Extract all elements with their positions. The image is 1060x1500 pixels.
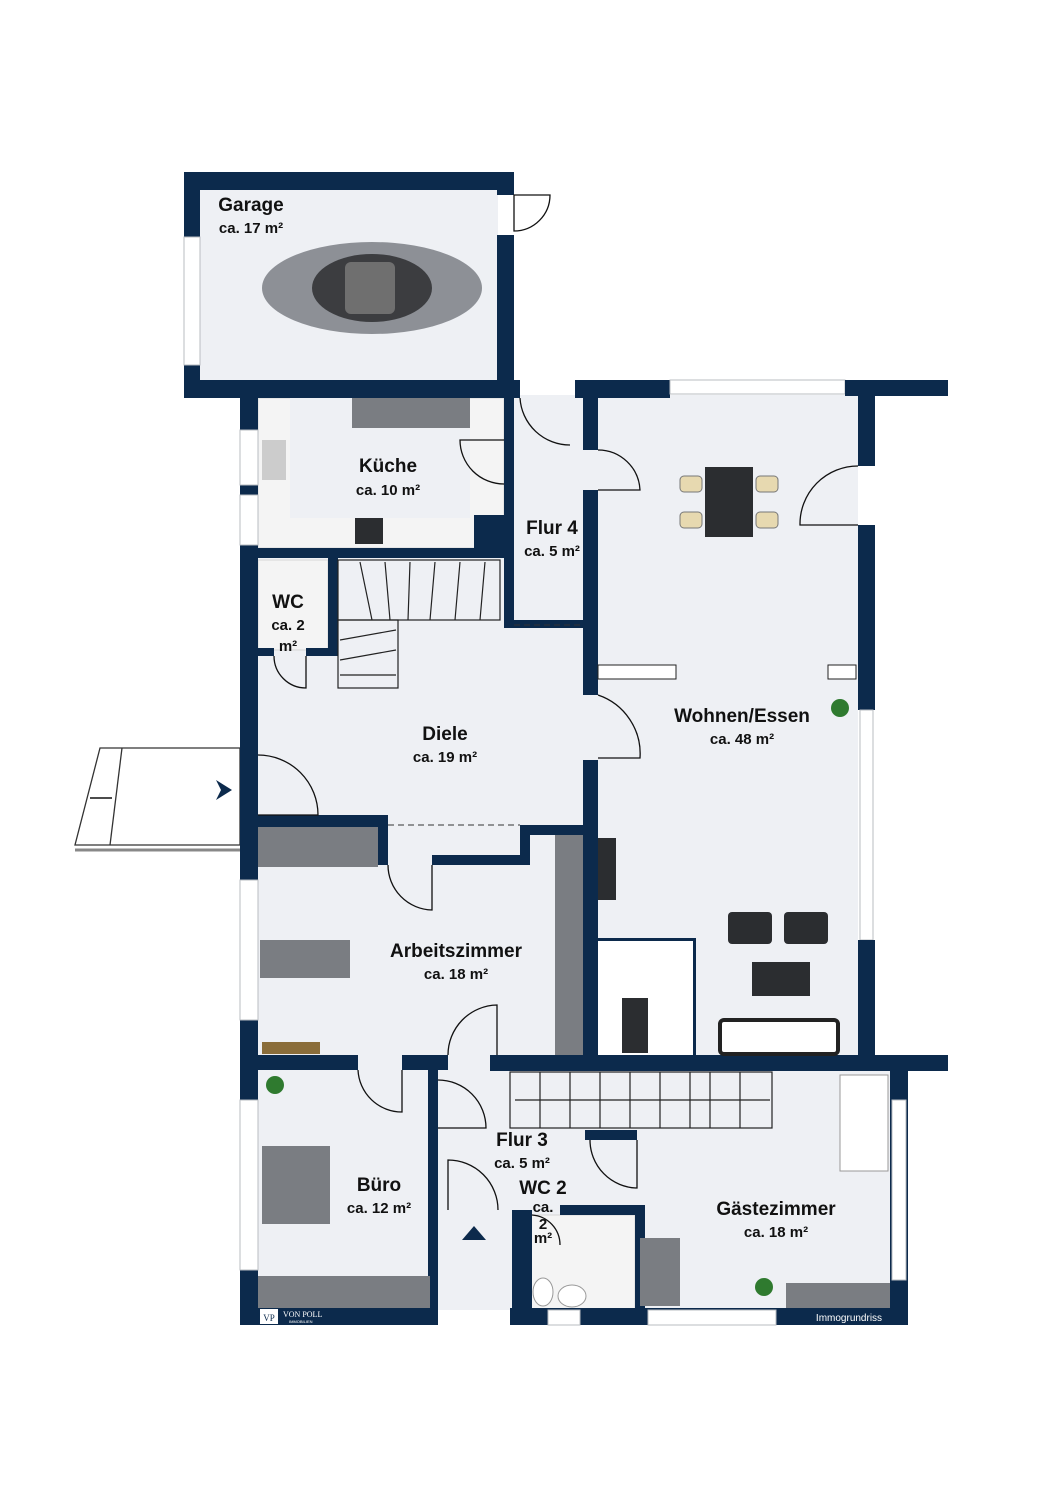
kueche-area: ca. 10 m² (356, 482, 420, 499)
kitchen-door (459, 439, 505, 485)
desks (262, 1146, 330, 1224)
wc2-name: WC 2 (519, 1178, 567, 1199)
garage-name: Garage (218, 195, 283, 216)
cabinet (786, 1283, 890, 1308)
kitchen-counter (352, 398, 470, 428)
logo-sub: IMMOBILIEN (289, 1319, 313, 1324)
flur4-area: ca. 5 m² (524, 543, 580, 560)
sofa (718, 1018, 840, 1056)
wc-name: WC (272, 592, 304, 613)
kueche-name: Küche (359, 456, 417, 477)
logo-name: VON POLL (283, 1310, 322, 1319)
shelf (598, 838, 616, 900)
armchair (728, 912, 772, 944)
stairs (337, 559, 773, 1129)
flur3-area: ca. 5 m² (494, 1155, 550, 1172)
flur3-name: Flur 3 (496, 1130, 548, 1151)
buero-door (357, 1069, 403, 1113)
arbeitszimmer-area: ca. 18 m² (424, 966, 488, 983)
living-door (597, 694, 641, 759)
diele-name: Diele (422, 724, 467, 745)
living-door-top (597, 449, 641, 491)
logo-mark: VP (263, 1313, 275, 1323)
doors (257, 194, 859, 1246)
fireplace (622, 998, 648, 1053)
walls (183, 172, 948, 1326)
radiator (827, 664, 857, 680)
radiator (597, 664, 677, 680)
plant-icon (755, 1278, 773, 1296)
flur4-name: Flur 4 (526, 518, 578, 539)
garage-area: ca. 17 m² (219, 220, 283, 237)
wohnen-area: ca. 48 m² (710, 731, 774, 748)
entrance-canopy (74, 747, 241, 852)
shelf (262, 1042, 320, 1054)
plant-icon (831, 699, 849, 717)
garage-door (513, 194, 551, 232)
wc-tiles (257, 559, 329, 651)
entry-arrow-icon (462, 1226, 486, 1240)
wc2-area-3: m² (534, 1230, 552, 1247)
entry-door (447, 1159, 499, 1211)
dining-table (679, 467, 779, 537)
wc-area-1: ca. 2 (271, 617, 304, 634)
sink-icon (262, 440, 286, 480)
sink-icon (557, 1284, 587, 1308)
gaeste-area: ca. 18 m² (744, 1224, 808, 1241)
cabinet (258, 1276, 430, 1308)
flur4-door-top (519, 397, 571, 446)
credit-text: Immogrundriss (816, 1313, 882, 1324)
terrace-door (799, 465, 859, 526)
flur3-door (437, 1079, 487, 1129)
desk (640, 1238, 680, 1306)
bed (839, 1074, 889, 1172)
toilet-icon (532, 1277, 554, 1307)
office-door (387, 864, 433, 911)
buero-area: ca. 12 m² (347, 1200, 411, 1217)
wc2-door (531, 1214, 561, 1246)
wc2-area-2: 2 (539, 1216, 547, 1233)
coffee-table (752, 962, 810, 996)
cabinet (258, 827, 378, 867)
car-icon (262, 242, 482, 334)
plant-icon (266, 1076, 284, 1094)
arbeitszimmer-name: Arbeitszimmer (390, 941, 523, 962)
armchair (784, 912, 828, 944)
guest-door (589, 1139, 638, 1189)
desk (260, 940, 350, 978)
arbeitszimmer-door (447, 1004, 498, 1056)
diele-area: ca. 19 m² (413, 749, 477, 766)
wc-area-2: m² (279, 638, 297, 655)
front-door (257, 754, 319, 816)
entrance-arrow-icon (216, 780, 232, 800)
wohnen-name: Wohnen/Essen (674, 706, 810, 727)
stove-icon (355, 518, 383, 544)
gaeste-name: Gästezimmer (716, 1199, 836, 1220)
furniture (258, 242, 890, 1308)
wc-door (273, 655, 307, 689)
buero-name: Büro (357, 1175, 401, 1196)
room-labels: Garage ca. 17 m² Küche ca. 10 m² Flur 4 … (218, 195, 836, 1247)
wc2-area-1: ca. (533, 1199, 554, 1216)
von-poll-logo: VP VON POLL IMMOBILIEN (260, 1309, 322, 1324)
wardrobe (555, 835, 583, 1055)
